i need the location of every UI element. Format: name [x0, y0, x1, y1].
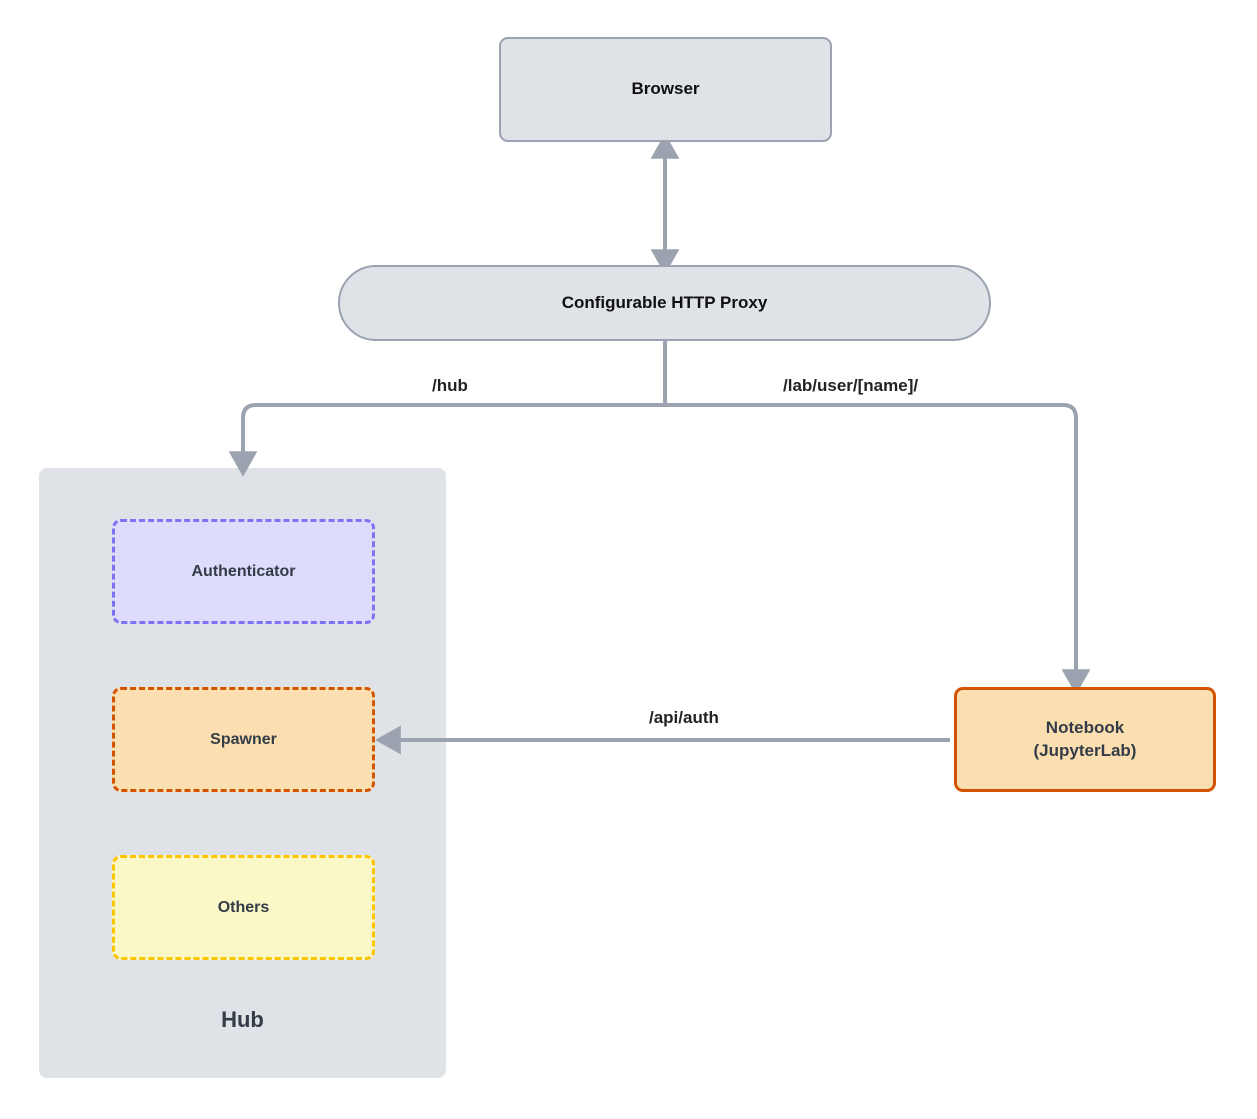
edge-label-lab-user-name: /lab/user/[name]/ — [777, 376, 925, 396]
node-others[interactable]: Others — [112, 855, 375, 960]
edge-label-api-auth: /api/auth — [643, 708, 725, 728]
edge-label-hub: /hub — [426, 376, 474, 396]
node-notebook-jupyterlab[interactable]: Notebook (JupyterLab) — [954, 687, 1216, 792]
node-configurable-http-proxy[interactable]: Configurable HTTP Proxy — [338, 265, 991, 341]
node-spawner[interactable]: Spawner — [112, 687, 375, 792]
hub-container-label: Hub — [221, 1007, 264, 1033]
node-authenticator[interactable]: Authenticator — [112, 519, 375, 624]
node-browser[interactable]: Browser — [499, 37, 832, 142]
edge-proxy-hub — [228, 403, 665, 477]
notebook-label-line2: (JupyterLab) — [1033, 740, 1137, 760]
notebook-label-line1: Notebook — [1045, 718, 1125, 738]
edge-proxy-notebook — [665, 403, 1091, 695]
